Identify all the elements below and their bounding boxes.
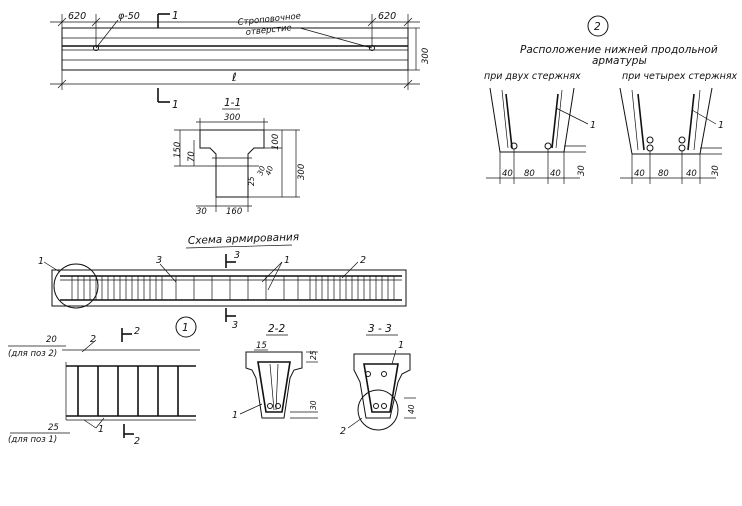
detail-2-title-2: арматуры: [592, 55, 647, 67]
bar-circle: [678, 144, 686, 152]
section-3-3-label-2: 2: [340, 426, 346, 437]
section-1-1-title: 1-1: [224, 97, 241, 109]
section-3-3-stirrup: [363, 363, 399, 413]
beam-elevation: 620 620 φ-50 1 Строповочное отверстие 30…: [50, 10, 431, 111]
hole-diameter-label: φ-50: [118, 11, 140, 22]
detail-2-dim-b3: 40: [686, 169, 697, 179]
detail-2-leader-2: 1: [718, 120, 724, 131]
section-1-1-top-300: 300: [224, 113, 240, 123]
section-3-3-dim-40: 40: [407, 404, 416, 414]
bar-circle: [646, 144, 654, 152]
section-2-2-label-1: 1: [232, 410, 238, 421]
section-1-1-dim-30: 30: [255, 164, 267, 176]
detail-2-side-b: 30: [711, 165, 721, 176]
section-1-1-dim-150: 150: [173, 142, 183, 158]
detail-1-label-2: 2: [90, 334, 96, 345]
section-2-2-stirrup: [257, 361, 291, 413]
scheme-section-3-bottom: 3: [232, 320, 238, 331]
bar-circle: [678, 136, 686, 144]
section-2-2-dim-30: 30: [309, 400, 318, 410]
detail-1-label-1: 1: [98, 424, 104, 435]
dim-left-620: 620: [68, 11, 86, 22]
scheme-label-2: 2: [360, 255, 366, 266]
detail-1-marker: 1: [182, 322, 189, 334]
detail-1-callout-circle: [53, 263, 99, 309]
detail-2: 2 Расположение нижней продольной арматур…: [484, 15, 738, 184]
section-1-1-dim-70: 70: [187, 151, 197, 162]
reinforcement-title: Схема армирования: [188, 231, 300, 247]
section-1-1-bottom-160: 160: [226, 207, 242, 217]
detail-2-case-four: при четырех стержнях: [622, 71, 738, 82]
detail-1-dim-25: 25: [48, 423, 59, 433]
scheme-section-3-top: 3: [234, 250, 240, 261]
detail-2-two-bars: 1 40 80 40 30: [486, 87, 596, 184]
section-1-1-bottom-30: 30: [196, 207, 207, 217]
detail-1: 1 20 (для поз 2) 2 2 25 (для поз 1) 1 2: [8, 316, 200, 447]
detail-2-side-a: 30: [577, 165, 587, 176]
section-3-3-title: 3 - 3: [368, 323, 392, 335]
section-1-mark-top: 1: [172, 10, 179, 22]
section-1-1-total-300: 300: [297, 164, 307, 180]
beam-outline: [61, 27, 409, 71]
bar-circle: [544, 142, 552, 150]
detail-1-note-pos2: (для поз 2): [8, 349, 57, 359]
scheme-beam-outline: [51, 269, 407, 307]
detail-1-dim-20: 20: [46, 335, 57, 345]
detail-2-callout-circle: [357, 389, 399, 431]
section-1-1: 1-1 300 150 70 100 30 40 25 300 30 160: [173, 97, 307, 217]
detail-1-section-2-bottom: 2: [134, 436, 140, 447]
beam-height-300: 300: [421, 48, 431, 64]
scheme-label-1: 1: [38, 256, 44, 267]
bar-circle: [646, 136, 654, 144]
reinforcement-scheme: Схема армирования: [38, 231, 407, 331]
section-3-3-label-1: 1: [398, 340, 404, 351]
detail-2-case-two: при двух стержнях: [484, 71, 581, 82]
section-3-3-outline: [353, 353, 411, 419]
section-2-2-title: 2-2: [268, 323, 285, 335]
detail-2-dim-a2: 80: [524, 169, 535, 179]
detail-1-note-pos1: (для поз 1): [8, 435, 57, 445]
detail-2-title-1: Расположение нижней продольной: [520, 44, 718, 56]
scheme-label-3: 3: [156, 255, 162, 266]
section-1-1-dim-25: 25: [247, 176, 256, 186]
section-1-1-dim-40: 40: [263, 164, 275, 176]
detail-2-dim-a1: 40: [502, 169, 513, 179]
detail-2-dim-b2: 80: [658, 169, 669, 179]
detail-2-dim-b1: 40: [634, 169, 645, 179]
section-1-1-dim-100: 100: [271, 134, 281, 150]
section-2-2-dim-15: 15: [256, 341, 267, 351]
section-2-2-outline: [245, 351, 303, 419]
section-2-2-dim-25: 25: [309, 350, 318, 360]
detail-1-section-2-top: 2: [134, 326, 140, 337]
section-3-3: 3 - 3 1 40 2: [340, 323, 416, 437]
detail-2-leader-1: 1: [590, 120, 596, 131]
dim-right-620: 620: [378, 11, 396, 22]
detail-2-marker-circle: [587, 15, 609, 37]
section-1-mark-bottom: 1: [172, 99, 179, 111]
section-2-2: 2-2 15 25 30 1: [232, 323, 318, 421]
detail-2-dim-a3: 40: [550, 169, 561, 179]
detail-1-marker-circle: [175, 316, 197, 338]
beam-length-label: ℓ: [231, 70, 237, 84]
lifting-hole-label-2: отверстие: [245, 23, 292, 38]
scheme-label-1b: 1: [284, 255, 290, 266]
detail-2-four-bars: 1 40 80 40 30: [619, 87, 724, 184]
detail-2-marker: 2: [594, 21, 601, 33]
